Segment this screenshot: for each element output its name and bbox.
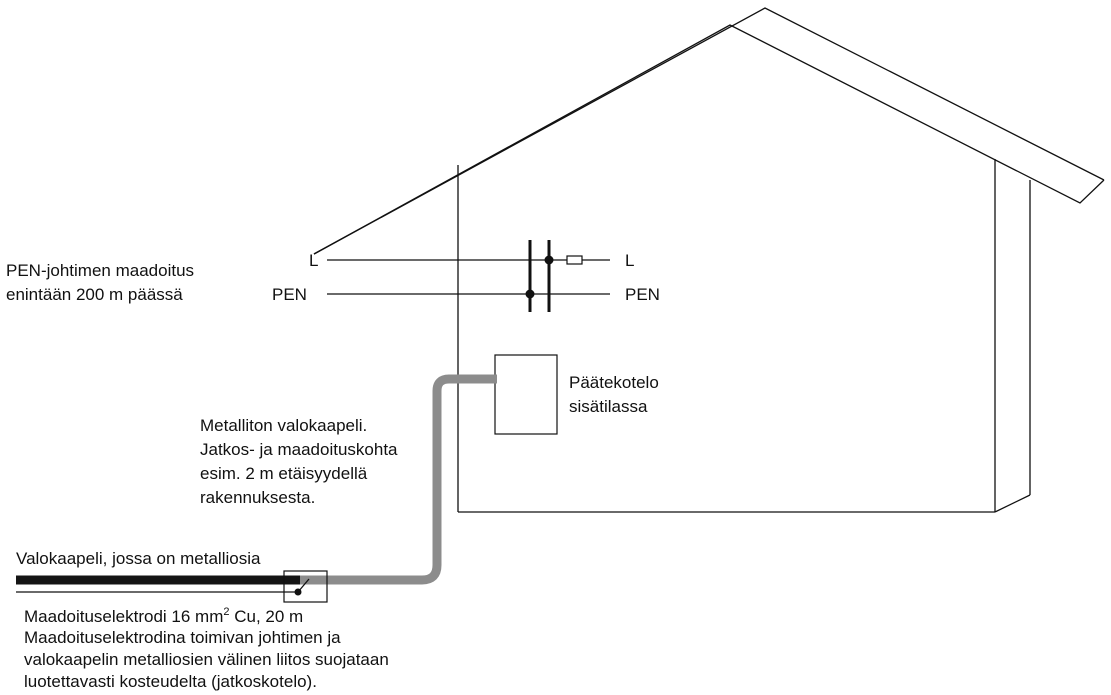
pen-junction-dot: [525, 289, 535, 299]
nonmetal-cable-note-line3: esim. 2 m etäisyydellä: [200, 464, 368, 483]
l-junction-dot: [544, 255, 554, 265]
metal-cable: [16, 570, 328, 603]
pen-grounding-label-line1: PEN-johtimen maadoitus: [6, 261, 194, 280]
terminal-box: [494, 354, 558, 435]
house: [313, 7, 1105, 513]
metal-cable-label: Valokaapeli, jossa on metalliosia: [16, 549, 261, 568]
electrode-note-line3: valokaapelin metalliosien välinen liitos…: [24, 650, 389, 669]
splice-enclosure: [283, 570, 328, 603]
roof-inner: [313, 24, 1105, 255]
electrode-note-line1: Maadoituselektrodi 16 mm2 Cu, 20 m: [24, 606, 303, 626]
pen-grounding-label-line2: enintään 200 m päässä: [6, 285, 183, 304]
nonmetal-fibre-cable: [290, 374, 497, 585]
terminal-box-label-line2: sisätilassa: [569, 397, 648, 416]
electrode-note-line1-sup: 2: [223, 606, 229, 618]
house-floor-side: [994, 494, 1031, 513]
nonmetal-cable-note-line4: rakennuksesta.: [200, 488, 315, 507]
pen-out-label: PEN: [625, 285, 660, 304]
nonmetal-cable-note-line2: Jatkos- ja maadoituskohta: [200, 440, 398, 459]
roof-outer: [313, 7, 1105, 255]
nonmetal-cable-note-line1: Metalliton valokaapeli.: [200, 416, 367, 435]
fuse-symbol: [566, 255, 583, 265]
l-in-label: L: [309, 251, 318, 270]
pen-in-label: PEN: [272, 285, 307, 304]
electrode-note-line1-a: Maadoituselektrodi 16 mm: [24, 607, 223, 626]
electrode-note-line4: luotettavasti kosteudelta (jatkoskotelo)…: [24, 672, 317, 691]
terminal-box-label-line1: Päätekotelo: [569, 373, 659, 392]
electrode-note-line2: Maadoituselektrodina toimivan johtimen j…: [24, 628, 341, 647]
electrode-bond-dot: [294, 588, 302, 596]
l-out-label: L: [625, 251, 634, 270]
electrode-note-line1-b: Cu, 20 m: [230, 607, 304, 626]
power-conductors: [327, 240, 610, 312]
